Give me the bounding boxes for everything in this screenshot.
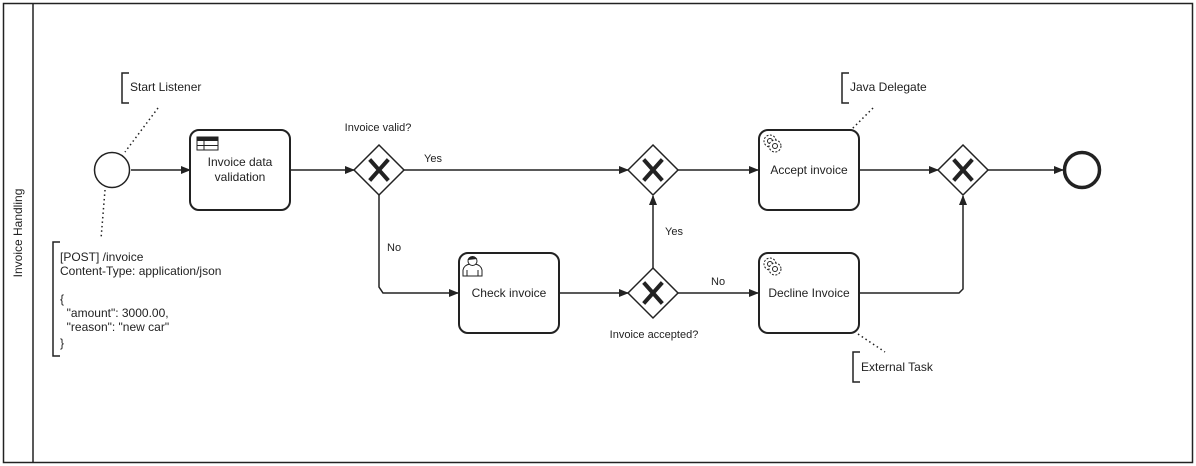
- gateway-invoice-accepted[interactable]: [626, 266, 680, 320]
- gateway-invoice-valid[interactable]: [352, 143, 406, 197]
- task-accept-invoice[interactable]: Accept invoice: [758, 129, 860, 211]
- association-start-listener: [124, 107, 159, 153]
- task-label-check: Check invoice: [472, 286, 547, 300]
- request-line: {: [60, 292, 64, 306]
- annotation-start-listener[interactable]: Start Listener: [121, 72, 201, 104]
- annotation-start-listener-text: Start Listener: [130, 80, 201, 94]
- lane-label: Invoice Handling: [11, 189, 25, 278]
- annotation-java-delegate[interactable]: Java Delegate: [841, 72, 927, 104]
- task-decline-invoice[interactable]: Decline Invoice: [758, 252, 860, 334]
- task-label-decline: Decline Invoice: [768, 286, 850, 300]
- request-line: [POST] /invoice: [60, 250, 144, 264]
- flow-label-valid-yes: Yes: [424, 153, 442, 165]
- gear-icon: [763, 257, 782, 276]
- annotation-external-task[interactable]: External Task: [852, 351, 934, 383]
- flow-decline-to-join[interactable]: [859, 195, 967, 294]
- flow-label-accepted-no: No: [711, 276, 725, 288]
- task-label-accept: Accept invoice: [770, 163, 848, 177]
- request-line: }: [60, 336, 64, 350]
- start-event[interactable]: [93, 151, 131, 189]
- association-java-delegate: [851, 107, 874, 130]
- association-external-task: [857, 333, 886, 353]
- task-invoice-data-validation[interactable]: Invoice data validation: [189, 129, 291, 211]
- task-label-validation-line2: validation: [215, 170, 266, 184]
- request-line: Content-Type: application/json: [60, 264, 221, 278]
- gateway-label-valid: Invoice valid?: [345, 122, 412, 134]
- flow-label-accepted-yes: Yes: [665, 226, 683, 238]
- annotation-external-task-text: External Task: [861, 360, 934, 374]
- end-event[interactable]: [1062, 150, 1102, 190]
- gear-icon: [763, 134, 782, 153]
- request-line: "amount": 3000.00,: [60, 306, 169, 320]
- user-icon: [462, 256, 483, 277]
- annotation-java-delegate-text: Java Delegate: [850, 80, 927, 94]
- request-line: "reason": "new car": [60, 320, 169, 334]
- exclusive-x-icon: [642, 158, 664, 182]
- flow-label-valid-no: No: [387, 242, 401, 254]
- task-check-invoice[interactable]: Check invoice: [458, 252, 560, 334]
- annotation-request-text: [POST] /invoice Content-Type: applicatio…: [60, 250, 225, 350]
- gateway-merge[interactable]: [626, 143, 680, 197]
- exclusive-x-icon: [952, 158, 974, 182]
- business-rule-icon: [196, 136, 219, 151]
- association-request: [100, 189, 106, 240]
- task-label-validation-line1: Invoice data: [208, 155, 273, 169]
- gateway-join[interactable]: [936, 143, 990, 197]
- annotation-request[interactable]: [POST] /invoice Content-Type: applicatio…: [52, 241, 225, 357]
- flow-gateway-valid-no[interactable]: [378, 195, 459, 297]
- exclusive-x-icon: [368, 158, 390, 182]
- gateway-label-accepted: Invoice accepted?: [610, 329, 699, 341]
- exclusive-x-icon: [642, 281, 664, 305]
